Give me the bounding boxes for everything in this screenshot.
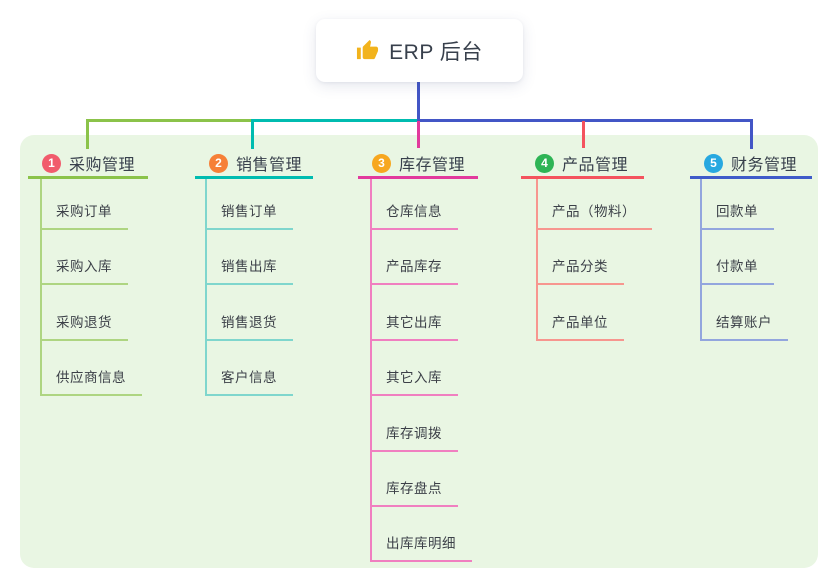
child-node[interactable]: 出库库明细	[370, 535, 472, 562]
child-node[interactable]: 采购订单	[40, 203, 128, 230]
connector-drop-product	[582, 121, 585, 148]
child-node[interactable]: 产品单位	[536, 314, 624, 341]
branch-label: 财务管理	[731, 157, 798, 174]
child-node[interactable]: 供应商信息	[40, 369, 142, 396]
child-node[interactable]: 销售订单	[205, 203, 293, 230]
branch-header-inventory[interactable]: 3 库存管理	[358, 150, 478, 179]
branch-number-badge: 4	[535, 153, 554, 173]
child-node[interactable]: 库存盘点	[370, 480, 458, 507]
child-node[interactable]: 采购入库	[40, 258, 128, 285]
branch-label: 采购管理	[69, 157, 136, 174]
child-node[interactable]: 销售出库	[205, 258, 293, 285]
child-node[interactable]: 其它入库	[370, 369, 458, 396]
connector-drop-finance	[750, 119, 753, 149]
child-node[interactable]: 结算账户	[700, 314, 788, 341]
root-node-erp[interactable]: ERP 后台	[316, 19, 523, 82]
branch-number-badge: 1	[42, 153, 61, 173]
branch-header-sales[interactable]: 2 销售管理	[195, 150, 313, 179]
branch-label: 销售管理	[236, 157, 303, 174]
child-node[interactable]: 付款单	[700, 258, 774, 285]
child-node[interactable]: 仓库信息	[370, 203, 458, 230]
child-node[interactable]: 其它出库	[370, 314, 458, 341]
connector-bus-green	[86, 119, 254, 122]
thumbs-up-icon	[356, 39, 379, 62]
branch-children-sales: 销售订单 销售出库 销售退货 客户信息	[205, 179, 293, 396]
child-node[interactable]: 销售退货	[205, 314, 293, 341]
root-title: ERP 后台	[389, 40, 483, 64]
branch-children-purchase: 采购订单 采购入库 采购退货 供应商信息	[40, 179, 142, 396]
branch-number-badge: 5	[704, 153, 723, 173]
child-node[interactable]: 库存调拨	[370, 425, 458, 452]
branch-number-badge: 2	[209, 153, 228, 173]
branch-header-purchase[interactable]: 1 采购管理	[28, 150, 148, 179]
child-node[interactable]: 客户信息	[205, 369, 293, 396]
connector-bus-teal	[252, 119, 418, 122]
branch-children-finance: 回款单 付款单 结算账户	[700, 179, 788, 341]
mindmap-background-panel	[20, 135, 818, 568]
connector-drop-purchase	[86, 119, 89, 149]
branch-number-badge: 3	[372, 153, 391, 173]
child-node[interactable]: 回款单	[700, 203, 774, 230]
child-node[interactable]: 产品（物料）	[536, 203, 652, 230]
child-node[interactable]: 产品库存	[370, 258, 458, 285]
child-node[interactable]: 采购退货	[40, 314, 128, 341]
connector-drop-inventory	[417, 121, 420, 148]
child-node[interactable]: 产品分类	[536, 258, 624, 285]
branch-header-finance[interactable]: 5 财务管理	[690, 150, 812, 179]
connector-drop-sales	[251, 119, 254, 149]
connector-root-vertical	[417, 82, 420, 120]
branch-label: 库存管理	[399, 157, 466, 174]
branch-header-product[interactable]: 4 产品管理	[521, 150, 644, 179]
branch-label: 产品管理	[562, 157, 629, 174]
connector-bus-blue	[417, 119, 753, 122]
branch-children-inventory: 仓库信息 产品库存 其它出库 其它入库 库存调拨 库存盘点 出库库明细	[370, 179, 472, 562]
branch-children-product: 产品（物料） 产品分类 产品单位	[536, 179, 652, 341]
